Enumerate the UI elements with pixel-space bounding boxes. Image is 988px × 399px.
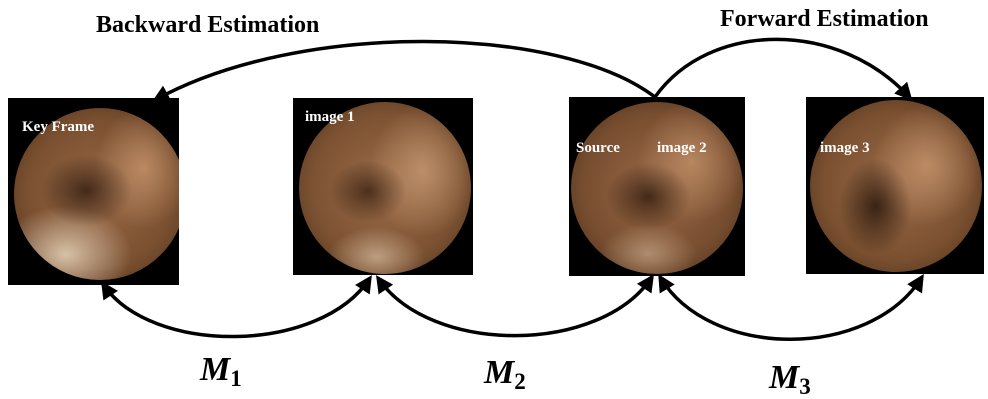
forward-estimation-arrow — [655, 39, 910, 98]
backward-estimation-arrow — [155, 41, 655, 100]
m1-transform-arrow — [103, 278, 370, 337]
m2-label: M2 — [484, 356, 526, 393]
m1-label: M1 — [200, 353, 242, 390]
m3-label: M3 — [769, 361, 811, 398]
m2-transform-arrow — [378, 277, 652, 336]
m3-transform-arrow — [660, 277, 922, 339]
